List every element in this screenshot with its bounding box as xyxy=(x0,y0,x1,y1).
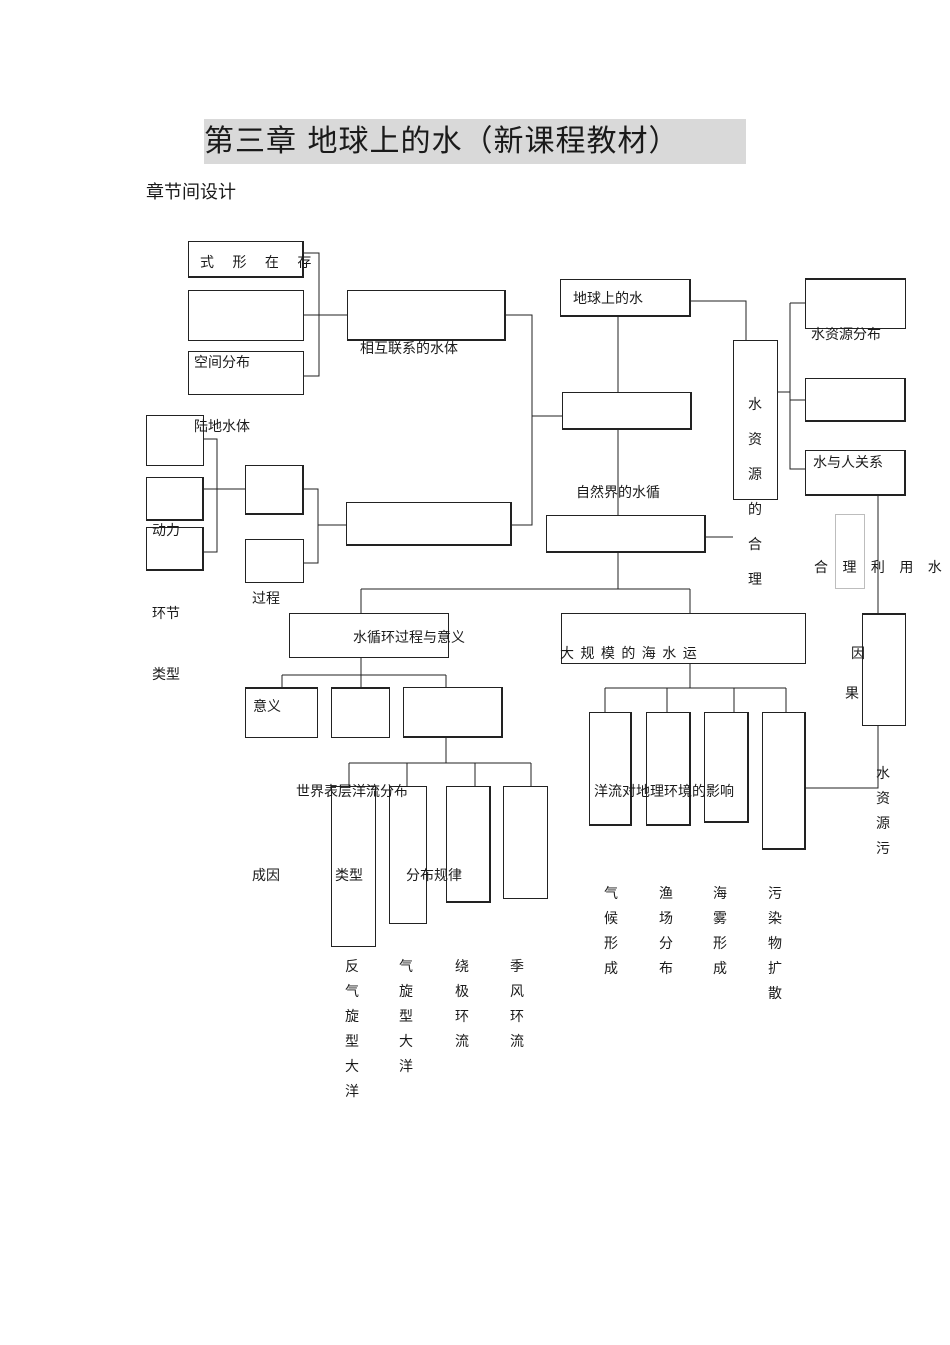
mid-box-1 xyxy=(245,465,304,515)
ctype-box xyxy=(389,786,427,924)
linked-box xyxy=(347,290,506,341)
use-label: 合 理 利 用 水 资 xyxy=(814,560,950,576)
cause-box xyxy=(331,786,376,947)
distrib-box xyxy=(403,687,503,738)
faint-box xyxy=(835,514,865,589)
wdist-label: 水资源分布 xyxy=(811,327,881,343)
cycle-child-box xyxy=(331,687,390,738)
fog-box xyxy=(704,712,749,823)
section-heading: 章节间设计 xyxy=(146,182,236,203)
polar-label: 绕极环流 xyxy=(455,959,469,1050)
climate-box xyxy=(589,712,632,826)
wrel-label: 水与人关系 xyxy=(813,455,883,471)
cause-mark: 因 xyxy=(851,646,865,662)
empty-box xyxy=(188,290,304,341)
page-title: 第三章 地球上的水（新课程教材） xyxy=(204,124,680,159)
form-label: 式 形 在 存 xyxy=(200,255,319,271)
meaning-box xyxy=(245,687,318,738)
space-box xyxy=(188,351,304,395)
linked-label: 相互联系的水体 xyxy=(360,341,458,357)
climate-label: 气候形成 xyxy=(604,886,618,977)
ctype-label: 类型 xyxy=(335,868,363,884)
title-highlight xyxy=(204,119,746,164)
earth-box xyxy=(560,279,691,317)
natural-box xyxy=(546,515,706,553)
rule-label: 分布规律 xyxy=(406,868,462,884)
distrib-label: 世界表层洋流分布 xyxy=(296,784,408,800)
rule-box xyxy=(446,786,491,903)
process-label: 过程 xyxy=(252,591,280,607)
cycle-box xyxy=(289,613,449,658)
fish-label: 渔场分布 xyxy=(659,886,673,977)
empty-right-box xyxy=(805,378,906,422)
wpol-label: 水资源污 xyxy=(876,766,890,857)
cause-effect-box xyxy=(862,613,906,726)
pollute-box xyxy=(762,712,806,850)
rational-box xyxy=(733,340,778,500)
land-label: 陆地水体 xyxy=(194,419,250,435)
natural-label: 自然界的水循 xyxy=(576,485,660,501)
fish-box xyxy=(646,712,691,826)
cycle-label: 水循环过程与意义 xyxy=(353,630,465,646)
left-long-box xyxy=(346,502,512,546)
cyc-label: 气旋型大洋 xyxy=(399,959,413,1075)
land-box xyxy=(146,415,204,466)
type-label: 类型 xyxy=(152,667,180,683)
mid-box-2 xyxy=(245,539,304,583)
fog-label: 海雾形成 xyxy=(713,886,727,977)
meaning-label: 意义 xyxy=(253,699,281,715)
link-label: 环节 xyxy=(152,606,180,622)
large-label: 大 规 模 的 海 水 运 xyxy=(560,646,698,662)
center-box xyxy=(562,392,692,430)
left-box-2 xyxy=(146,477,204,521)
monsoon-label: 季风环流 xyxy=(510,959,524,1050)
power-label: 动力 xyxy=(152,523,180,539)
cause-label: 成因 xyxy=(252,868,280,884)
effect-mark: 果 xyxy=(845,686,859,702)
form-box xyxy=(188,241,304,278)
pollute-label: 污染物扩散 xyxy=(768,886,782,1002)
anti-label: 反气旋型大洋 xyxy=(345,959,359,1100)
wrel-box xyxy=(805,450,906,496)
earth-label: 地球上的水 xyxy=(573,291,643,307)
distrib-child-box xyxy=(503,786,548,899)
large-box xyxy=(561,613,806,664)
rational-label: 水资源的合理 xyxy=(748,397,762,588)
space-label: 空间分布 xyxy=(194,355,250,371)
wdist-box xyxy=(805,278,906,329)
power-box xyxy=(146,527,204,571)
effect-label: 洋流对地理环境的影响 xyxy=(594,784,734,800)
